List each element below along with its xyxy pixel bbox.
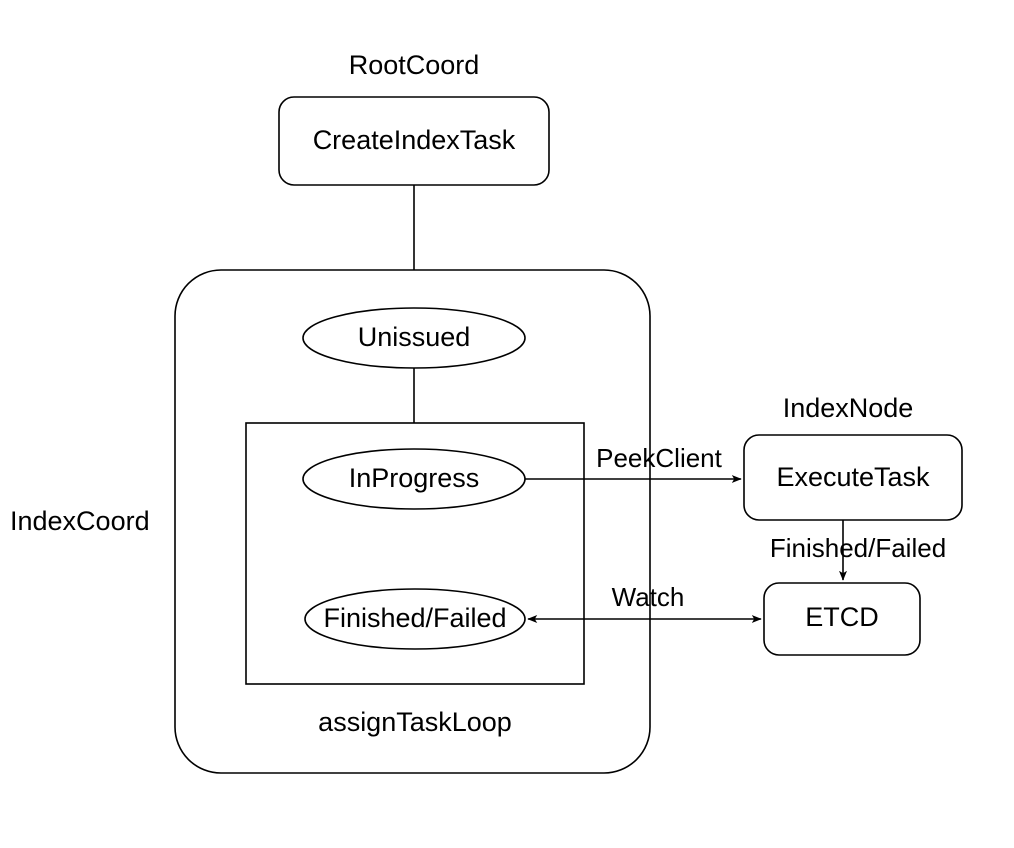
node-label-etcd: ETCD [805,602,879,632]
node-label-create-index-task: CreateIndexTask [313,125,516,155]
node-label-finished-failed-state: Finished/Failed [323,603,506,633]
node-finished-failed-state[interactable] [304,588,526,650]
edge-label-watch: Watch [612,582,685,612]
node-label-unissued: Unissued [358,322,471,352]
edge-label-finished-failed: Finished/Failed [770,533,946,563]
node-etcd[interactable] [763,582,921,656]
node-execute-task[interactable] [743,434,963,521]
node-label-in-progress: InProgress [349,463,480,493]
group-label-indexcoord: IndexCoord [10,506,150,536]
group-label-indexnode: IndexNode [783,393,914,423]
group-label-assigntaskloop: assignTaskLoop [318,707,512,737]
node-label-execute-task: ExecuteTask [776,462,930,492]
edge-label-peekclient: PeekClient [596,443,723,473]
group-label-rootcoord: RootCoord [349,50,480,80]
